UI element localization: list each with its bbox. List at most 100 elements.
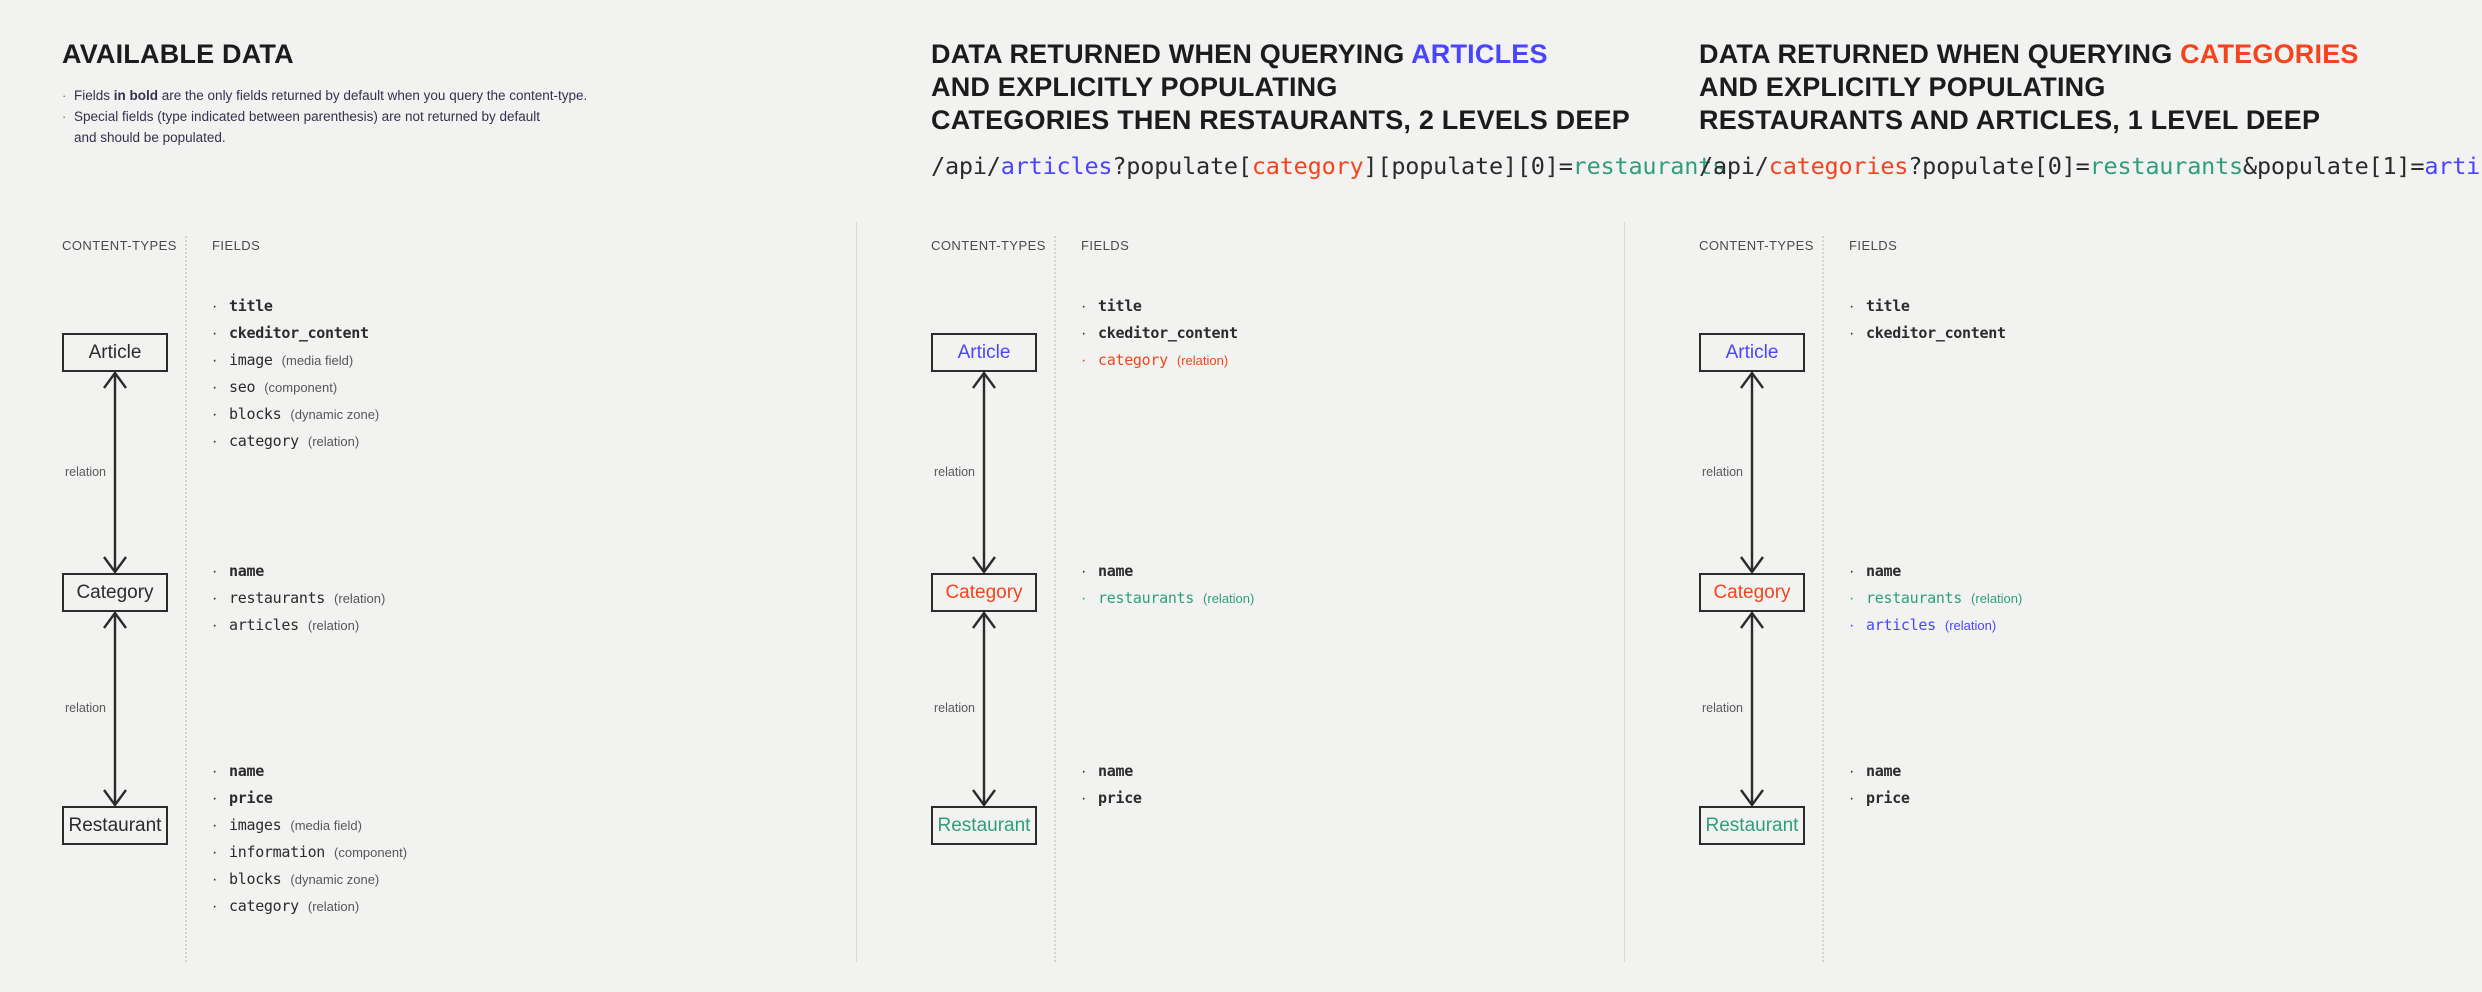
legend-text: Fields in bold are the only fields retur… — [74, 88, 588, 103]
field-name: category — [1098, 351, 1168, 369]
field-name: title — [229, 297, 273, 315]
bullet-dot-icon: · — [212, 871, 218, 888]
field-row: ·seo(component) — [212, 374, 379, 401]
column-heading-line: AND EXPLICITLY POPULATING — [1699, 71, 2106, 104]
bullet-dot-icon: · — [1849, 763, 1855, 780]
bullet-dot-icon: · — [212, 898, 218, 915]
bullet-dot-icon: · — [1081, 590, 1087, 607]
content-type-box-restaurant[interactable]: Restaurant — [931, 806, 1037, 845]
content-type-box-article[interactable]: Article — [931, 333, 1037, 372]
field-row: ·price — [212, 785, 407, 812]
bullet-dot-icon: · — [1849, 617, 1855, 634]
api-path: /api/categories?populate[0]=restaurants&… — [1699, 152, 2482, 180]
field-row: ·information(component) — [212, 839, 407, 866]
field-name: name — [1866, 762, 1901, 780]
heading-segment: DATA RETURNED WHEN QUERYING — [931, 39, 1412, 69]
field-row: · name — [1081, 558, 1254, 585]
content-type-box-article[interactable]: Article — [62, 333, 168, 372]
content-type-box-category[interactable]: Category — [931, 573, 1037, 612]
relation-connector: relation — [55, 610, 175, 808]
section-label-content-types: CONTENT-TYPES — [931, 238, 1046, 253]
field-type: (media field) — [281, 353, 354, 368]
relation-arrow-icon — [1740, 610, 1764, 808]
field-list-restaurant: ·name·price — [1849, 758, 1910, 812]
bullet-dot-icon: · — [1081, 790, 1087, 807]
field-type: (relation) — [1944, 618, 1997, 633]
bullet-dot-icon: · — [212, 590, 218, 607]
field-row: ·articles(relation) — [212, 612, 385, 639]
field-name: ckeditor_content — [1098, 324, 1238, 342]
field-row: ·images(media field) — [212, 812, 407, 839]
bullet-dot-icon: · — [1081, 763, 1087, 780]
content-type-box-restaurant[interactable]: Restaurant — [1699, 806, 1805, 845]
column-heading-line: DATA RETURNED WHEN QUERYING CATEGORIES — [1699, 38, 2359, 71]
field-row: ·name — [212, 758, 407, 785]
content-type-label: Restaurant — [1705, 814, 1799, 836]
content-type-box-category[interactable]: Category — [1699, 573, 1805, 612]
bullet-dot-icon: · — [212, 298, 218, 315]
relation-label: relation — [1692, 699, 1748, 717]
field-type: (component) — [264, 380, 338, 395]
field-type: (relation) — [1971, 591, 2023, 606]
field-row: ·price — [1081, 785, 1142, 812]
bullet-dot-icon: · — [212, 352, 218, 369]
heading-segment: AND EXPLICITLY POPULATING — [931, 72, 1338, 102]
field-row: ·ckeditor_content — [1081, 320, 1238, 347]
heading-segment: RESTAURANTS AND ARTICLES, 1 LEVEL DEEP — [1699, 105, 2321, 135]
column-separator-2 — [1624, 222, 1625, 962]
content-type-box-article[interactable]: Article — [1699, 333, 1805, 372]
content-type-label: Category — [1713, 581, 1791, 603]
content-type-label: Restaurant — [937, 814, 1031, 836]
bullet-dot-icon: · — [212, 790, 218, 807]
field-row: ·ckeditor_content — [212, 320, 379, 347]
content-type-label: Category — [76, 581, 154, 603]
content-type-label: Category — [945, 581, 1023, 603]
content-type-box-category[interactable]: Category — [62, 573, 168, 612]
field-row: ·restaurants(relation) — [1849, 585, 2022, 612]
legend-text: and should be populated. — [74, 130, 226, 145]
field-row: ·category(relation) — [212, 428, 379, 455]
field-row: · name — [1081, 758, 1142, 785]
column-heading-line: AND EXPLICITLY POPULATING — [931, 71, 1338, 104]
relation-connector: relation — [924, 370, 1044, 575]
field-name: name — [1098, 762, 1133, 780]
field-row: ·blocks(dynamic zone) — [212, 866, 407, 893]
field-list-article: ·title·ckeditor_content — [1849, 293, 2006, 347]
bullet-dot-icon: · — [1081, 563, 1087, 580]
field-row: ·restaurants(relation) — [1081, 585, 1254, 612]
field-row: ·blocks(dynamic zone) — [212, 401, 379, 428]
field-name: restaurants — [1098, 589, 1195, 607]
field-type: (relation) — [307, 618, 360, 633]
relation-connector: relation — [55, 370, 175, 575]
field-name: name — [1098, 562, 1133, 580]
bullet-dot-icon: · — [212, 817, 218, 834]
content-type-label: Article — [1725, 341, 1779, 363]
content-type-label: Article — [88, 341, 142, 363]
content-type-box-restaurant[interactable]: Restaurant — [62, 806, 168, 845]
field-type: (component) — [334, 845, 408, 860]
api-path-segment: category — [1251, 152, 1364, 180]
field-row: ·image(media field) — [212, 347, 379, 374]
bullet-dot-icon: · — [1849, 563, 1855, 580]
api-path-segment: ][populate][0]= — [1363, 152, 1573, 180]
field-name: images — [229, 816, 282, 834]
field-name: ckeditor_content — [1866, 324, 2006, 342]
bullet-dot-icon: · — [1849, 298, 1855, 315]
fields-divider — [1822, 236, 1824, 962]
bullet-dot-icon: · — [62, 88, 67, 103]
field-name: ckeditor_content — [229, 324, 369, 342]
relation-arrow-icon — [1740, 370, 1764, 575]
field-name: price — [1866, 789, 1910, 807]
field-row: ·title — [1081, 293, 1238, 320]
field-name: articles — [229, 616, 299, 634]
field-name: title — [1098, 297, 1142, 315]
field-list-restaurant: · name ·price — [1081, 758, 1142, 812]
bullet-dot-icon: · — [1081, 352, 1087, 369]
api-path-segment: &populate[1]= — [2243, 152, 2425, 180]
heading-segment: ARTICLES — [1411, 39, 1548, 69]
field-name: restaurants — [1866, 589, 1963, 607]
field-name: name — [229, 762, 264, 780]
field-list-category: ·name·restaurants(relation) — [1081, 558, 1254, 612]
legend-list: · Fields in bold are the only fields retu… — [62, 86, 622, 149]
